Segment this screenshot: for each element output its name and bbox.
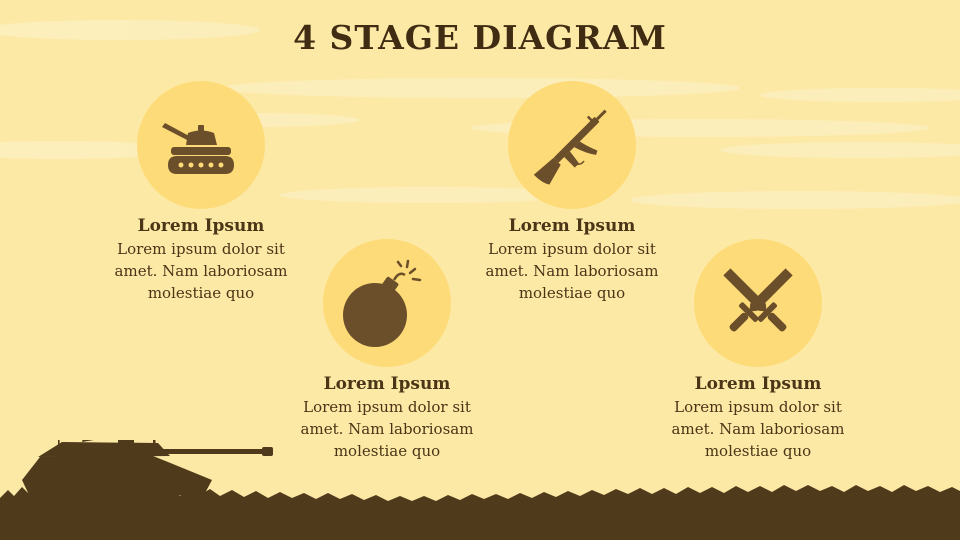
grass-ground <box>0 485 960 540</box>
stage-circle <box>137 81 265 209</box>
description-line: molestiae quo <box>147 284 255 302</box>
tank-silhouette <box>22 440 273 497</box>
stage-title: Lorem Ipsum <box>508 216 636 236</box>
stage-title: Lorem Ipsum <box>694 374 822 394</box>
stage-circle <box>508 81 636 209</box>
stage-circle <box>694 239 822 367</box>
stage-4: Lorem Ipsum Lorem ipsum dolor sit amet. … <box>663 239 853 462</box>
crossed-swords-icon <box>723 268 793 332</box>
stage-title: Lorem Ipsum <box>323 374 451 394</box>
description-line: molestiae quo <box>704 442 812 460</box>
description-line: Lorem ipsum dolor sit <box>303 398 471 416</box>
stage-description: Lorem ipsum dolor sit amet. Nam laborios… <box>663 396 853 462</box>
stage-2: Lorem Ipsum Lorem ipsum dolor sit amet. … <box>292 239 482 462</box>
bomb-icon <box>343 259 422 347</box>
description-line: amet. Nam laboriosam <box>485 262 659 280</box>
stage-description: Lorem ipsum dolor sit amet. Nam laborios… <box>477 238 667 304</box>
rifle-icon <box>533 109 607 185</box>
stage-3: Lorem Ipsum Lorem ipsum dolor sit amet. … <box>477 81 667 304</box>
description-line: amet. Nam laboriosam <box>114 262 288 280</box>
description-line: Lorem ipsum dolor sit <box>674 398 842 416</box>
description-line: molestiae quo <box>518 284 626 302</box>
description-line: molestiae quo <box>333 442 441 460</box>
stage-description: Lorem ipsum dolor sit amet. Nam laborios… <box>292 396 482 462</box>
description-line: Lorem ipsum dolor sit <box>117 240 285 258</box>
description-line: amet. Nam laboriosam <box>300 420 474 438</box>
stage-description: Lorem ipsum dolor sit amet. Nam laborios… <box>106 238 296 304</box>
description-line: Lorem ipsum dolor sit <box>488 240 656 258</box>
stage-1: Lorem Ipsum Lorem ipsum dolor sit amet. … <box>106 81 296 304</box>
battlefield-silhouette <box>0 440 960 540</box>
description-line: amet. Nam laboriosam <box>671 420 845 438</box>
stage-circle <box>323 239 451 367</box>
page-title: 4 STAGE DIAGRAM <box>293 18 667 57</box>
stage-title: Lorem Ipsum <box>137 216 265 236</box>
tank-icon <box>162 123 234 174</box>
